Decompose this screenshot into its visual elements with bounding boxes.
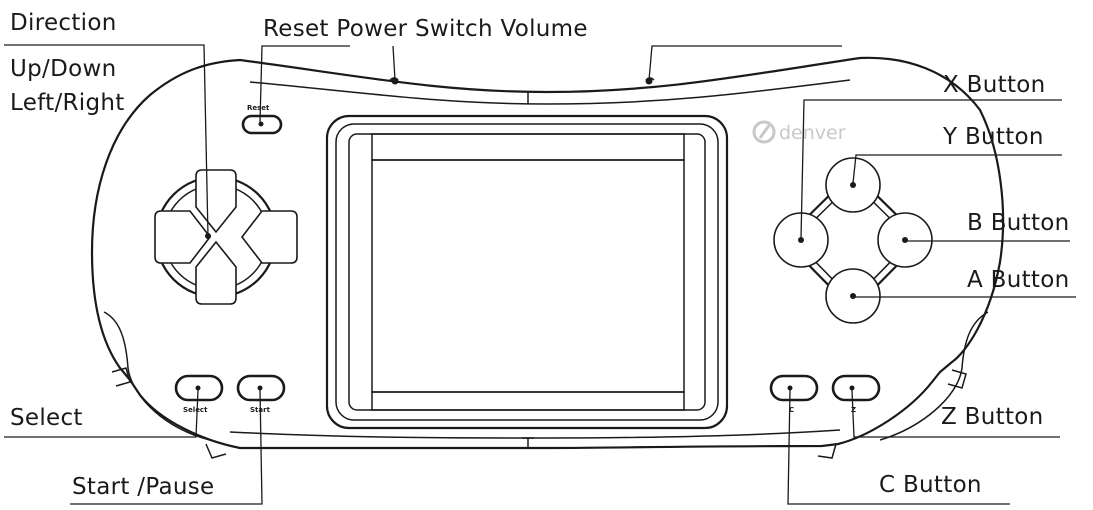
face-buttons — [773, 157, 933, 324]
dpad-right[interactable] — [240, 210, 298, 264]
label-start-pause: Start /Pause — [72, 474, 215, 500]
screen-frame — [348, 133, 706, 411]
right-notch — [947, 369, 967, 389]
c-button-label: C — [789, 406, 794, 414]
label-c-button: C Button — [879, 472, 982, 498]
dpad-down[interactable] — [195, 240, 237, 305]
reset-button-label: Reset — [247, 104, 270, 112]
leader-select — [4, 389, 199, 438]
leader-reset — [259, 45, 350, 123]
left-grip-line — [103, 311, 211, 441]
start-button[interactable]: Start — [236, 374, 286, 414]
leader-x — [800, 99, 1062, 239]
select-button-label: Select — [183, 406, 208, 414]
label-select: Select — [10, 405, 83, 431]
label-y-button: Y Button — [942, 124, 1044, 150]
leader-z — [851, 389, 1060, 438]
dpad-up[interactable] — [195, 169, 237, 234]
leader-y — [852, 154, 1062, 184]
screen-bottom-band — [371, 391, 685, 411]
leader-c — [787, 389, 1010, 505]
label-z-button: Z Button — [941, 404, 1044, 430]
right-bottom-notch — [817, 443, 837, 459]
callout-labels: Direction Up/Down Left/Right Reset Power… — [10, 10, 1070, 500]
z-button[interactable]: Z — [831, 374, 881, 414]
leader-start — [70, 389, 263, 505]
dpad-left[interactable] — [154, 210, 212, 264]
left-bottom-notch — [205, 443, 227, 459]
right-grip-line — [879, 311, 989, 441]
body-inner-line — [249, 79, 851, 105]
brand-mark-icon — [752, 120, 776, 144]
label-left-right: Left/Right — [10, 90, 125, 116]
screen — [325, 114, 729, 430]
label-a-button: A Button — [967, 267, 1070, 293]
c-button[interactable]: C — [769, 374, 819, 414]
z-button-label: Z — [851, 406, 856, 414]
leader-lines — [4, 44, 1076, 505]
screen-bezel-inner — [335, 123, 719, 421]
label-direction: Direction — [10, 10, 117, 36]
screen-bezel-outer — [325, 114, 729, 430]
leader-direction — [4, 44, 209, 237]
reset-button[interactable]: Reset — [241, 104, 283, 135]
leader-power — [392, 45, 396, 81]
label-x-button: X Button — [943, 72, 1046, 98]
left-notch — [111, 367, 131, 387]
select-button[interactable]: Select — [174, 374, 224, 414]
screen-display — [371, 159, 685, 393]
label-top-controls: Reset Power Switch Volume — [263, 16, 588, 42]
screen-top-band — [371, 133, 685, 161]
brand-logo: denver — [752, 120, 846, 144]
brand-name: denver — [779, 122, 846, 144]
label-b-button: B Button — [967, 210, 1070, 236]
leader-volume — [648, 45, 842, 81]
body-bottom-line — [229, 429, 841, 439]
label-up-down: Up/Down — [10, 56, 116, 82]
a-button[interactable] — [825, 268, 881, 324]
body-outline — [90, 56, 1005, 450]
dpad[interactable] — [154, 169, 298, 305]
y-button[interactable] — [825, 157, 881, 213]
b-button[interactable] — [877, 212, 933, 268]
